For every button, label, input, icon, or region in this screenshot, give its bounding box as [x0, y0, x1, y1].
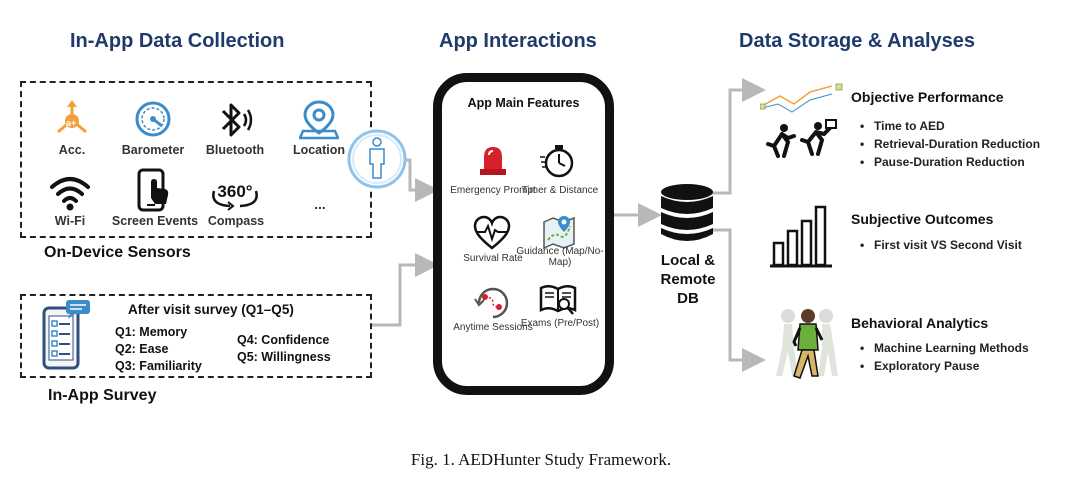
figure-caption: Fig. 1. AEDHunter Study Framework. [410, 450, 672, 469]
survey-title: After visit survey (Q1–Q5) [128, 302, 294, 317]
database-label-line-2: Remote [660, 271, 716, 288]
objective-bullet-1: Time to AED [860, 117, 1040, 135]
acc-badge-text: a+ [66, 118, 76, 128]
subjective-bullets: First visit VS Second Visit [860, 236, 1022, 254]
barometer-icon [135, 101, 171, 137]
survey-group-label: In-App Survey [48, 387, 157, 404]
survey-question-q4: Q4: Confidence [237, 333, 330, 347]
bar-chart-icon [770, 205, 832, 268]
database-label-line-1: Local & [660, 252, 716, 269]
survey-question-q1: Q1: Memory [115, 325, 188, 339]
screen-touch-icon [137, 168, 169, 212]
outcome-title-behavioral: Behavioral Analytics [851, 315, 989, 331]
feature-label-exams: Exams (Pre/Post) [520, 318, 600, 329]
app-features-title: App Main Features [467, 96, 580, 110]
location-pin-icon [299, 100, 339, 140]
feature-label-survival-rate: Survival Rate [463, 253, 523, 264]
walking-person-icon [776, 309, 838, 379]
compass-360-text: 360° [217, 182, 252, 201]
session-route-icon [474, 287, 509, 319]
alarm-light-icon [480, 147, 506, 175]
objective-bullets: Time to AED Retrieval-Duration Reduction… [860, 117, 1040, 171]
behavioral-bullets: Machine Learning Methods Exploratory Pau… [860, 339, 1029, 375]
heart-pulse-icon [473, 215, 511, 250]
outcome-title-objective: Objective Performance [851, 89, 1004, 105]
feature-label-emergency-prompt: Emergency Prompt [450, 185, 536, 196]
sensor-label-compass: Compass [207, 214, 265, 228]
feature-label-anytime-sessions: Anytime Sessions [453, 322, 533, 333]
compass-360-icon: 360° [212, 182, 258, 211]
sensor-label-location: Location [292, 143, 346, 157]
user-avatar-icon [347, 129, 407, 189]
sensor-label-bluetooth: Bluetooth [205, 143, 265, 157]
bluetooth-icon [221, 103, 253, 137]
survey-question-q3: Q3: Familiarity [115, 359, 202, 373]
survey-to-app-arrow [372, 253, 439, 327]
feature-label-timer-distance: Timer & Distance [521, 185, 599, 196]
behavioral-bullet-1: Machine Learning Methods [860, 339, 1029, 357]
database-label-line-3: DB [677, 290, 699, 307]
survey-box [20, 294, 372, 378]
sensor-label-wifi: Wi-Fi [54, 214, 86, 228]
sensors-group-label: On-Device Sensors [44, 244, 191, 261]
sensor-label-acc: Acc. [58, 143, 86, 157]
survey-phone-icon [42, 300, 90, 370]
feature-label-guidance: Guidance (Map/No-Map) [516, 246, 604, 268]
sensor-label-screen-events: Screen Events [111, 214, 199, 228]
stopwatch-icon [540, 145, 574, 178]
objective-bullet-3: Pause-Duration Reduction [860, 153, 1040, 171]
objective-bullet-2: Retrieval-Duration Reduction [860, 135, 1040, 153]
db-to-behavioral-arrow [712, 228, 766, 372]
book-exam-icon [539, 285, 577, 315]
wifi-icon [50, 177, 90, 211]
db-to-objective-arrow [712, 78, 766, 195]
database-label: Local & Remote DB [640, 251, 736, 308]
collection-section-title: In-App Data Collection [70, 30, 285, 52]
database-icon [661, 184, 713, 241]
outcome-title-subjective: Subjective Outcomes [851, 211, 994, 227]
subjective-bullet-1: First visit VS Second Visit [860, 236, 1022, 254]
map-guidance-icon [543, 216, 575, 250]
sensor-label-more: ... [314, 196, 326, 212]
behavioral-bullet-2: Exploratory Pause [860, 357, 1029, 375]
objective-performance-icon [760, 83, 843, 158]
storage-section-title: Data Storage & Analyses [739, 30, 976, 52]
accelerometer-icon: a+ [57, 100, 87, 134]
sensor-label-barometer: Barometer [121, 143, 185, 157]
survey-question-q5: Q5: Willingness [237, 350, 331, 364]
app-phone-frame [433, 73, 614, 395]
survey-question-q2: Q2: Ease [115, 342, 169, 356]
interactions-section-title: App Interactions [439, 30, 597, 52]
